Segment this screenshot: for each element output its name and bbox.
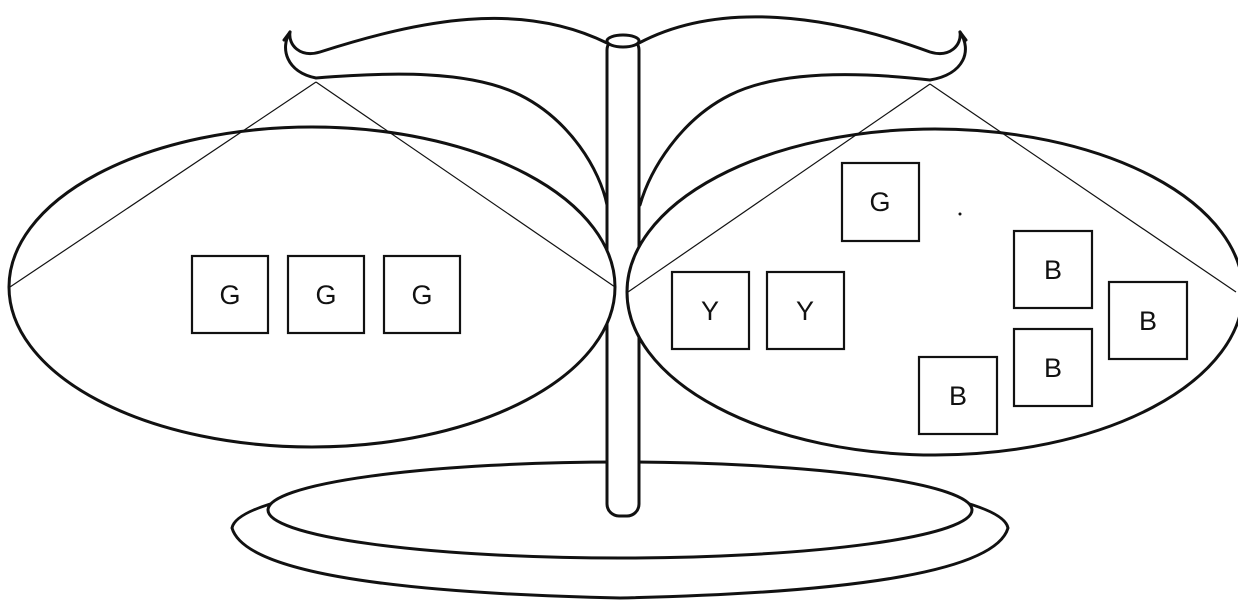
left-block-label: G: [219, 280, 240, 310]
left-block-label: G: [315, 280, 336, 310]
right-block: B: [919, 357, 997, 434]
right-block: B: [1014, 231, 1092, 308]
left-block: G: [384, 256, 460, 333]
left-block-label: G: [411, 280, 432, 310]
right-block-label: G: [869, 187, 890, 217]
right-block: Y: [767, 272, 844, 349]
right-block-label: B: [1044, 353, 1062, 383]
left-block: G: [288, 256, 364, 333]
right-block: G: [842, 163, 919, 241]
right-block: B: [1014, 329, 1092, 406]
right-block-label: Y: [701, 296, 719, 326]
right-block-label: B: [1139, 306, 1157, 336]
right-block-label: Y: [796, 296, 814, 326]
right-block: B: [1109, 282, 1187, 359]
left-block: G: [192, 256, 268, 333]
right-block-label: B: [949, 381, 967, 411]
right-block: Y: [672, 272, 749, 349]
right-block-label: B: [1044, 255, 1062, 285]
